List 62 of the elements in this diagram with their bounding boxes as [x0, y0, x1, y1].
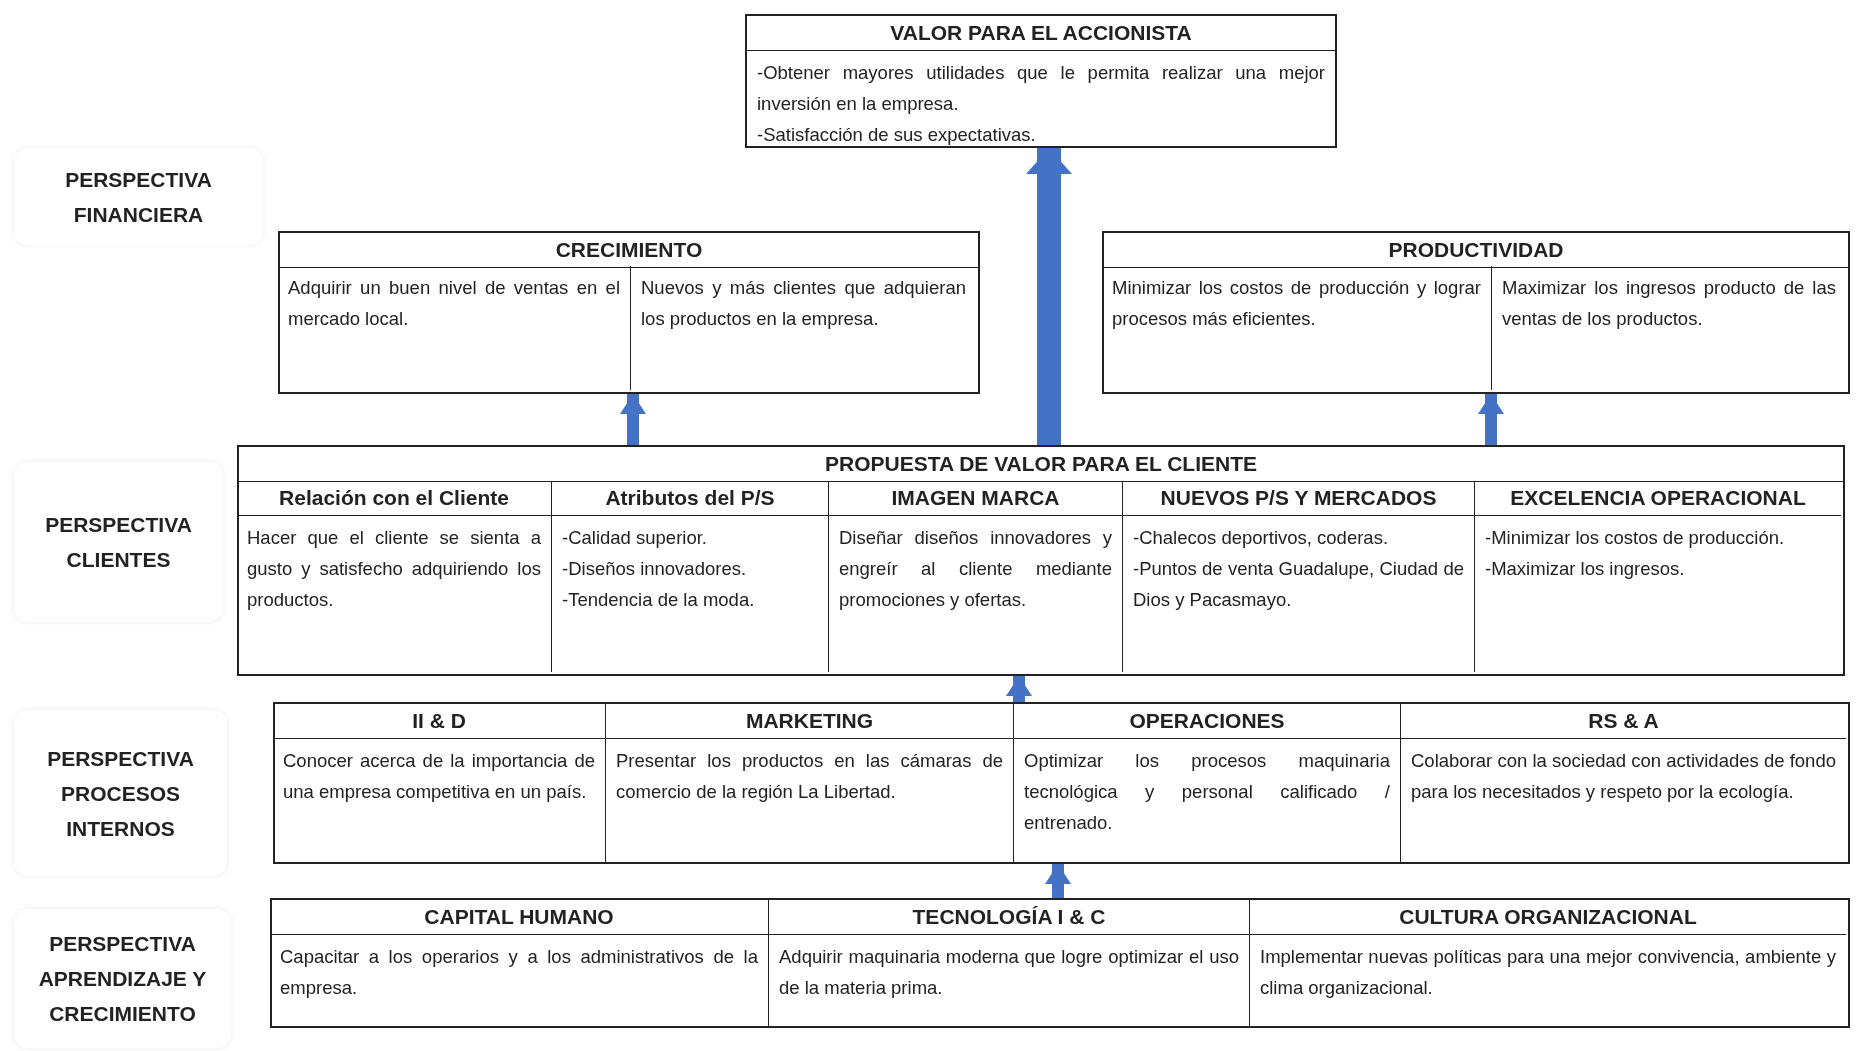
- objective-row-box: [273, 702, 1850, 864]
- objective-group-box: [1102, 231, 1850, 394]
- box-text: -Tendencia de la moda.: [561, 588, 756, 612]
- objective-column: [1474, 481, 1841, 672]
- box-heading: OPERACIONES: [1014, 704, 1400, 739]
- box-text: Capacitar a los operarios y a los administrativos de la empresa.: [279, 945, 759, 1000]
- box-heading: IMAGEN MARCA: [829, 481, 1122, 516]
- perspective-title: PERSPECTIVA PROCESOS INTERNOS: [46, 745, 195, 842]
- perspective-title: PERSPECTIVA APRENDIZAJE Y CRECIMIENTO: [37, 931, 208, 1027]
- box-text: Presentar los productos en las cámaras de comercio de la región La Libertad.: [615, 749, 1004, 804]
- box-text: -Diseños innovadores.: [561, 557, 748, 581]
- objective-column: [1013, 704, 1400, 862]
- box-text: Hacer que el cliente se sienta a gusto y satisfecho adquiriendo los productos.: [246, 526, 542, 612]
- objective-column: [1249, 900, 1846, 1026]
- objective-column: [1122, 481, 1474, 672]
- box-text: Maximizar los ingresos producto de las ventas de los productos.: [1501, 276, 1837, 331]
- box-heading: Atributos del P/S: [552, 481, 828, 516]
- box-text: Nuevos y más clientes que adquieran los productos en la empresa.: [640, 276, 967, 331]
- box-text: Implementar nuevas políticas para una mejor convivencia, ambiente y clima organizacional.: [1259, 945, 1837, 1000]
- box-heading: MARKETING: [606, 704, 1013, 739]
- box-text: Adquirir maquinaria moderna que logre optimizar el uso de la materia prima.: [778, 945, 1240, 1000]
- block-arrow: [620, 394, 646, 445]
- box-text: Optimizar los procesos maquinaria tecnológica y personal calificado / entrenado.: [1023, 749, 1391, 835]
- block-arrow: [1045, 864, 1071, 898]
- objective-group-box: [237, 445, 1845, 676]
- box-heading: VALOR PARA EL ACCIONISTA: [747, 16, 1335, 51]
- objective-row-box: [270, 898, 1850, 1028]
- block-arrow: [1026, 148, 1072, 445]
- box-text: -Calidad superior.: [561, 526, 708, 550]
- box-text: -Chalecos deportivos, coderas.: [1132, 526, 1390, 550]
- box-text: -Maximizar los ingresos.: [1484, 557, 1686, 581]
- box-text: -Puntos de venta Guadalupe, Ciudad de Dios y Pacasmayo.: [1132, 557, 1465, 612]
- objective-column: [605, 704, 1013, 862]
- box-heading: CRECIMIENTO: [280, 233, 978, 268]
- block-arrow: [1478, 394, 1504, 445]
- box-text: Conocer acerca de la importancia de una empresa competitiva en un país.: [282, 749, 596, 804]
- box-text: Colaborar con la sociedad con actividades de fondo para los necesitados y respeto por la ecología.: [1410, 749, 1837, 804]
- box-text: Adquirir un buen nivel de ventas en el mercado local.: [287, 276, 621, 331]
- objective-column: [828, 481, 1122, 672]
- box-text: -Obtener mayores utilidades que le permita realizar una mejor inversión en la empresa.: [756, 61, 1326, 116]
- objective-box: [745, 14, 1337, 148]
- perspective-title: PERSPECTIVA FINANCIERA: [64, 166, 213, 228]
- objective-column: [768, 900, 1249, 1026]
- box-heading: PRODUCTIVIDAD: [1104, 233, 1848, 268]
- block-arrow: [1006, 676, 1032, 702]
- box-heading: Relación con el Cliente: [237, 481, 551, 516]
- box-text: Diseñar diseños innovadores y engreír al cliente mediante promociones y ofertas.: [838, 526, 1113, 612]
- perspective-title: PERSPECTIVA CLIENTES: [44, 512, 193, 573]
- box-heading: EXCELENCIA OPERACIONAL: [1475, 481, 1841, 516]
- objective-group-box: [278, 231, 980, 394]
- box-heading: CULTURA ORGANIZACIONAL: [1250, 900, 1846, 935]
- box-heading: PROPUESTA DE VALOR PARA EL CLIENTE: [239, 447, 1843, 482]
- objective-column: [551, 481, 828, 672]
- box-heading: CAPITAL HUMANO: [270, 900, 768, 935]
- box-text: -Minimizar los costos de producción.: [1484, 526, 1786, 550]
- objective-column: [1400, 704, 1846, 862]
- box-heading: TECNOLOGÍA I & C: [769, 900, 1249, 935]
- box-heading: II & D: [273, 704, 605, 739]
- box-heading: RS & A: [1401, 704, 1846, 739]
- box-heading: NUEVOS P/S Y MERCADOS: [1123, 481, 1474, 516]
- box-text: Minimizar los costos de producción y lograr procesos más eficientes.: [1111, 276, 1482, 331]
- box-text: -Satisfacción de sus expectativas.: [756, 123, 1037, 147]
